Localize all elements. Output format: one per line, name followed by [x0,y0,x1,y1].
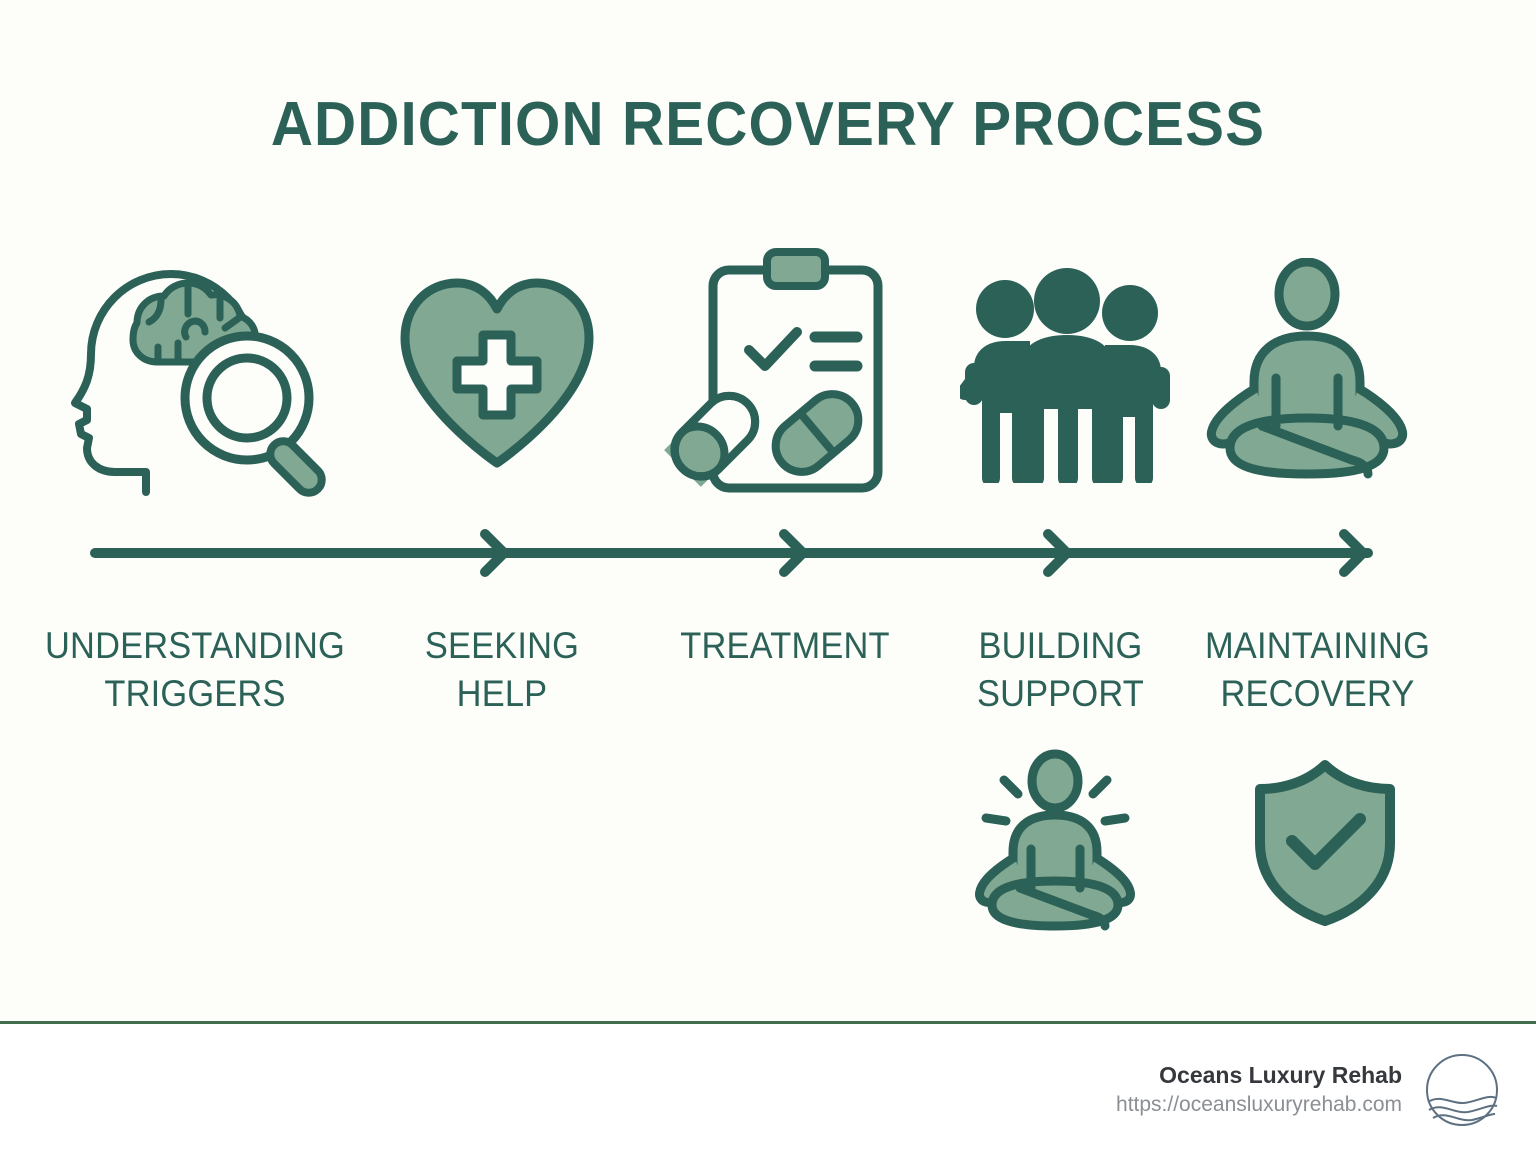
step-label-3-line-1: TREATMENT [680,625,890,666]
page-title: ADDICTION RECOVERY PROCESS [270,90,1266,159]
ocean-waves-circle-logo [1426,1054,1498,1126]
step-icon-1 [40,238,375,508]
step-label-5-line-2: RECOVERY [1220,673,1415,714]
brand-name: Oceans Luxury Rehab [1159,1062,1402,1088]
step-label-5-line-1: MAINTAINING [1204,625,1431,666]
step-label-2-line-2: HELP [456,673,548,714]
footer-inner: Oceans Luxury Rehab https://oceansluxury… [1116,1052,1500,1128]
secondary-icon-row [0,742,1536,942]
step-label-row: UNDERSTANDING TRIGGERS SEEKING HELP TREA… [0,622,1536,732]
step-icon-5 [1180,238,1435,508]
head-brain-magnifier-icon [71,270,326,497]
secondary-icon-2 [1230,742,1420,942]
people-group-icon [960,268,1170,483]
progress-arrow-icon [90,529,1373,577]
step-label-1: UNDERSTANDING TRIGGERS [23,622,367,718]
pill-right [771,390,863,476]
site-url[interactable]: https://oceansluxuryrehab.com [1116,1093,1402,1116]
step-icon-2 [375,238,620,508]
footer-divider [0,1021,1536,1024]
meditation-lotus-icon [1206,258,1408,479]
step-label-3: TREATMENT [650,622,920,670]
shield-check-icon [1255,760,1395,926]
pill-left [664,391,760,487]
heart-medical-cross-icon [400,278,594,468]
step-label-2-line-1: SEEKING [424,625,580,666]
progress-arrow-wrap [0,520,1536,586]
step-label-4-line-2: SUPPORT [976,673,1145,714]
magnifier-shape [180,331,326,497]
footer-text: Oceans Luxury Rehab https://oceansluxury… [1116,1060,1402,1120]
footer: Oceans Luxury Rehab https://oceansluxury… [0,1024,1536,1154]
step-label-1-line-2: TRIGGERS [104,673,286,714]
step-icon-row [0,238,1536,508]
step-label-5: MAINTAINING RECOVERY [1190,622,1446,718]
step-label-2: SEEKING HELP [390,622,613,718]
step-icon-4 [940,238,1195,508]
step-icon-3 [640,238,915,508]
step-label-4-line-1: BUILDING [978,625,1143,666]
meditation-radiating-icon [974,749,1135,931]
step-label-1-line-1: UNDERSTANDING [44,625,346,666]
secondary-icon-1 [955,742,1155,942]
clipboard-pills-icon [664,248,883,493]
step-label-4: BUILDING SUPPORT [947,622,1175,718]
